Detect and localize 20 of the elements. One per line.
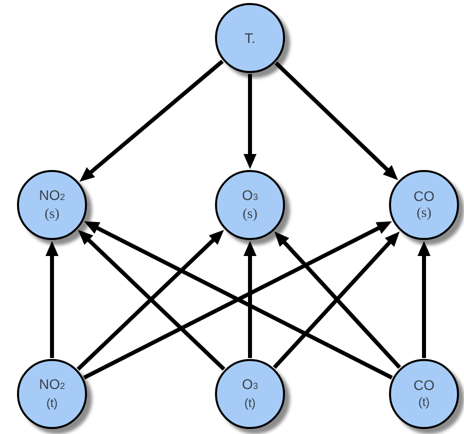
arrow bbox=[244, 241, 256, 358]
node-label: (s) bbox=[416, 205, 432, 222]
circle-node bbox=[17, 359, 87, 429]
arrow bbox=[80, 60, 224, 182]
circle-node bbox=[215, 359, 285, 429]
node-label: T. bbox=[244, 30, 256, 46]
node-label: (t) bbox=[46, 395, 58, 412]
arrow bbox=[46, 241, 58, 358]
arrow bbox=[418, 241, 430, 358]
node-label: CO bbox=[414, 377, 434, 394]
arrow bbox=[274, 61, 398, 180]
circle-node bbox=[389, 359, 459, 429]
node-label: (t) bbox=[418, 394, 430, 411]
circle-node bbox=[215, 3, 285, 73]
node-label: (s) bbox=[44, 206, 60, 223]
node-label: CO bbox=[414, 188, 434, 205]
node-label: (s) bbox=[242, 206, 258, 223]
circle-node bbox=[389, 170, 459, 240]
arrow bbox=[244, 74, 256, 169]
node-label: (t) bbox=[244, 395, 256, 412]
